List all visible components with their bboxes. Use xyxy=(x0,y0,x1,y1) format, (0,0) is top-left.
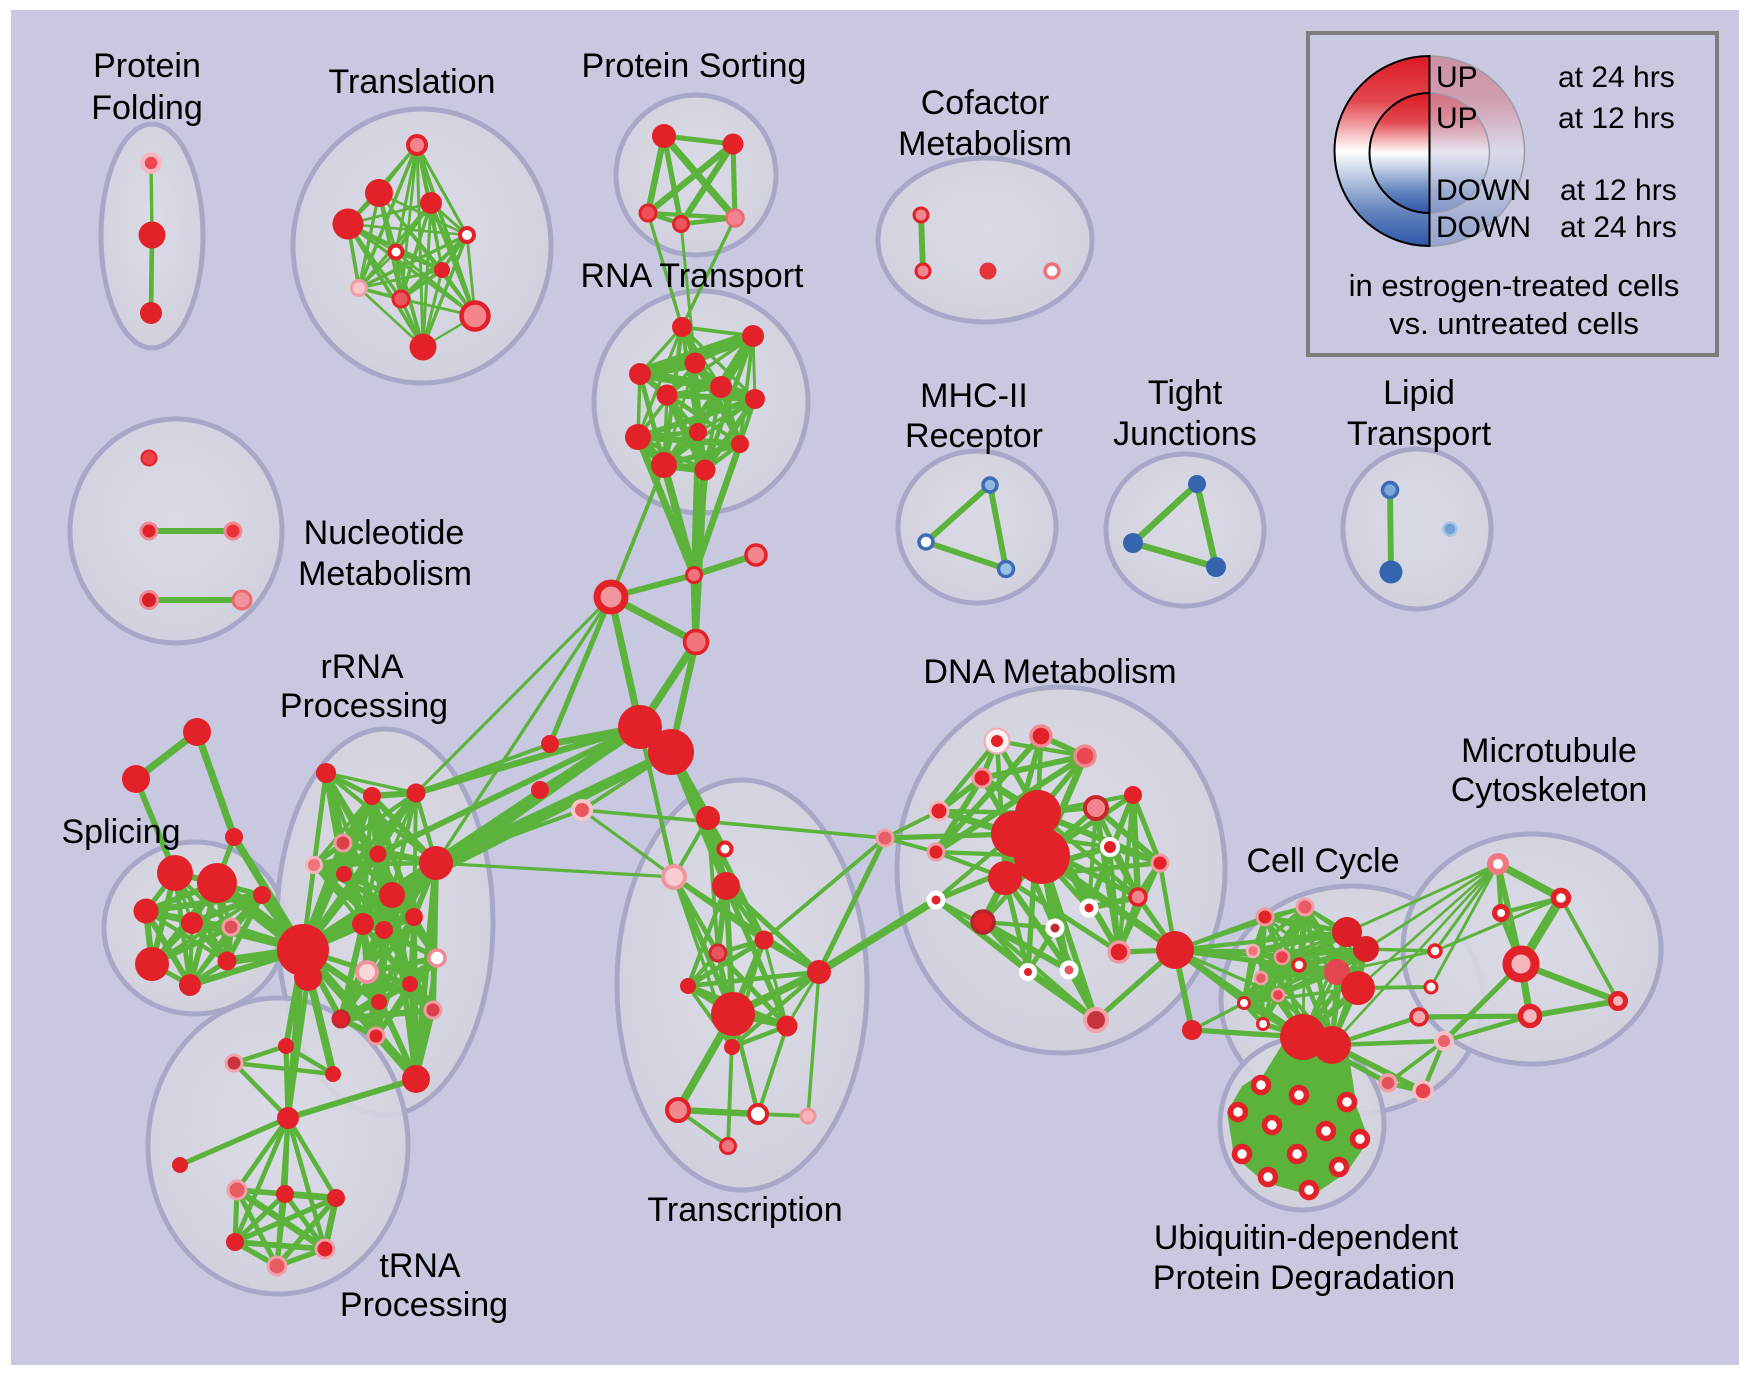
svg-text:Cytoskeleton: Cytoskeleton xyxy=(1451,771,1648,809)
svg-text:Folding: Folding xyxy=(91,89,203,127)
svg-text:Tight: Tight xyxy=(1148,374,1223,412)
svg-text:MHC-II: MHC-II xyxy=(920,377,1028,415)
svg-text:rRNA: rRNA xyxy=(320,648,403,686)
svg-text:Receptor: Receptor xyxy=(905,417,1043,455)
svg-text:Lipid: Lipid xyxy=(1383,374,1455,412)
svg-text:Cell Cycle: Cell Cycle xyxy=(1246,842,1399,880)
svg-text:Nucleotide: Nucleotide xyxy=(304,514,465,552)
svg-text:vs. untreated cells: vs. untreated cells xyxy=(1389,306,1639,341)
svg-text:Microtubule: Microtubule xyxy=(1461,732,1637,770)
svg-text:Transport: Transport xyxy=(1347,415,1492,453)
svg-text:in estrogen-treated cells: in estrogen-treated cells xyxy=(1349,268,1680,303)
svg-text:DOWN: DOWN xyxy=(1436,211,1531,244)
svg-text:Cofactor: Cofactor xyxy=(921,84,1050,122)
svg-text:UP: UP xyxy=(1436,102,1478,135)
svg-text:Metabolism: Metabolism xyxy=(898,125,1072,163)
svg-text:Metabolism: Metabolism xyxy=(298,555,472,593)
svg-text:DOWN: DOWN xyxy=(1436,174,1531,207)
svg-text:Translation: Translation xyxy=(329,63,496,101)
svg-text:RNA Transport: RNA Transport xyxy=(581,257,805,295)
svg-text:Ubiquitin-dependent: Ubiquitin-dependent xyxy=(1154,1219,1459,1257)
svg-text:Junctions: Junctions xyxy=(1113,415,1257,453)
svg-text:at 12 hrs: at 12 hrs xyxy=(1558,102,1675,135)
svg-text:Protein Sorting: Protein Sorting xyxy=(582,47,807,85)
svg-text:Transcription: Transcription xyxy=(647,1191,842,1229)
svg-text:UP: UP xyxy=(1436,61,1478,94)
svg-text:Protein: Protein xyxy=(93,47,201,85)
svg-text:Processing: Processing xyxy=(280,687,448,725)
svg-text:tRNA: tRNA xyxy=(379,1247,461,1285)
svg-text:Splicing: Splicing xyxy=(61,813,180,851)
svg-text:DNA Metabolism: DNA Metabolism xyxy=(923,653,1176,691)
svg-text:Protein Degradation: Protein Degradation xyxy=(1153,1259,1455,1297)
svg-text:Processing: Processing xyxy=(340,1286,508,1324)
svg-text:at 24 hrs: at 24 hrs xyxy=(1558,61,1675,94)
svg-text:at 12 hrs: at 12 hrs xyxy=(1560,174,1677,207)
svg-text:at 24 hrs: at 24 hrs xyxy=(1560,211,1677,244)
